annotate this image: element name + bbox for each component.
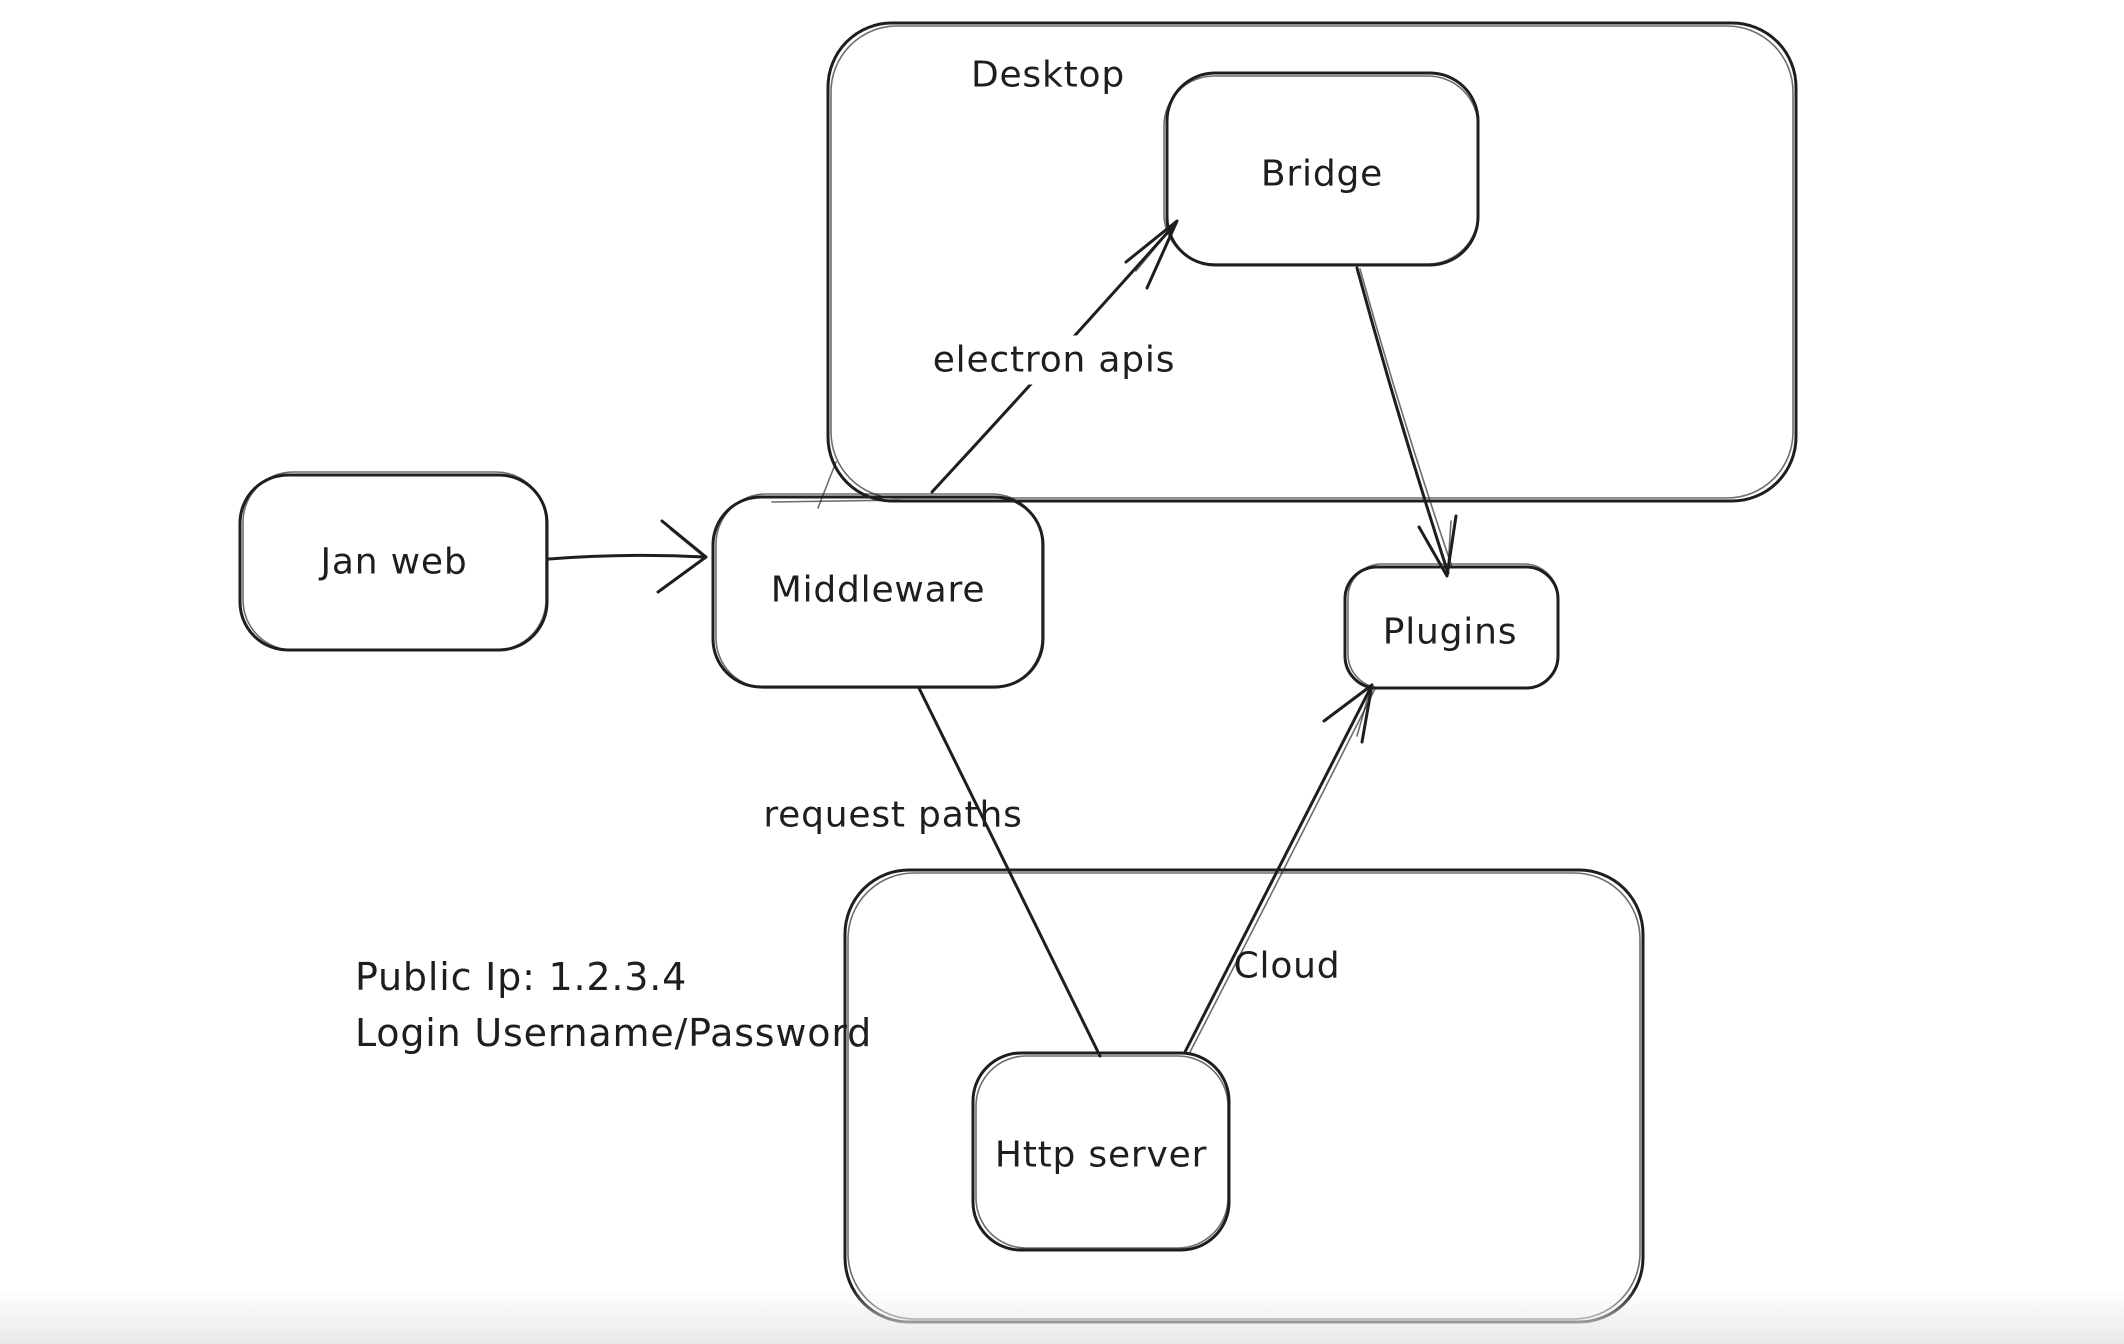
node-http-server[interactable] xyxy=(971,1051,1231,1252)
node-jan-web[interactable] xyxy=(238,471,549,652)
node-middleware[interactable] xyxy=(711,493,1045,689)
edge-janweb-to-middleware[interactable] xyxy=(547,519,708,594)
edge-bridge-to-plugins[interactable] xyxy=(1355,266,1458,578)
edge-middleware-to-httpserver[interactable] xyxy=(917,686,1102,1058)
node-bridge[interactable] xyxy=(1163,71,1480,267)
edge-middleware-to-bridge[interactable] xyxy=(930,219,1179,494)
node-plugins[interactable] xyxy=(1343,563,1560,690)
edge-label-request-paths: request paths xyxy=(763,794,1023,836)
container-desktop[interactable] xyxy=(771,21,1798,509)
edge-httpserver-to-plugins[interactable] xyxy=(1183,683,1376,1055)
